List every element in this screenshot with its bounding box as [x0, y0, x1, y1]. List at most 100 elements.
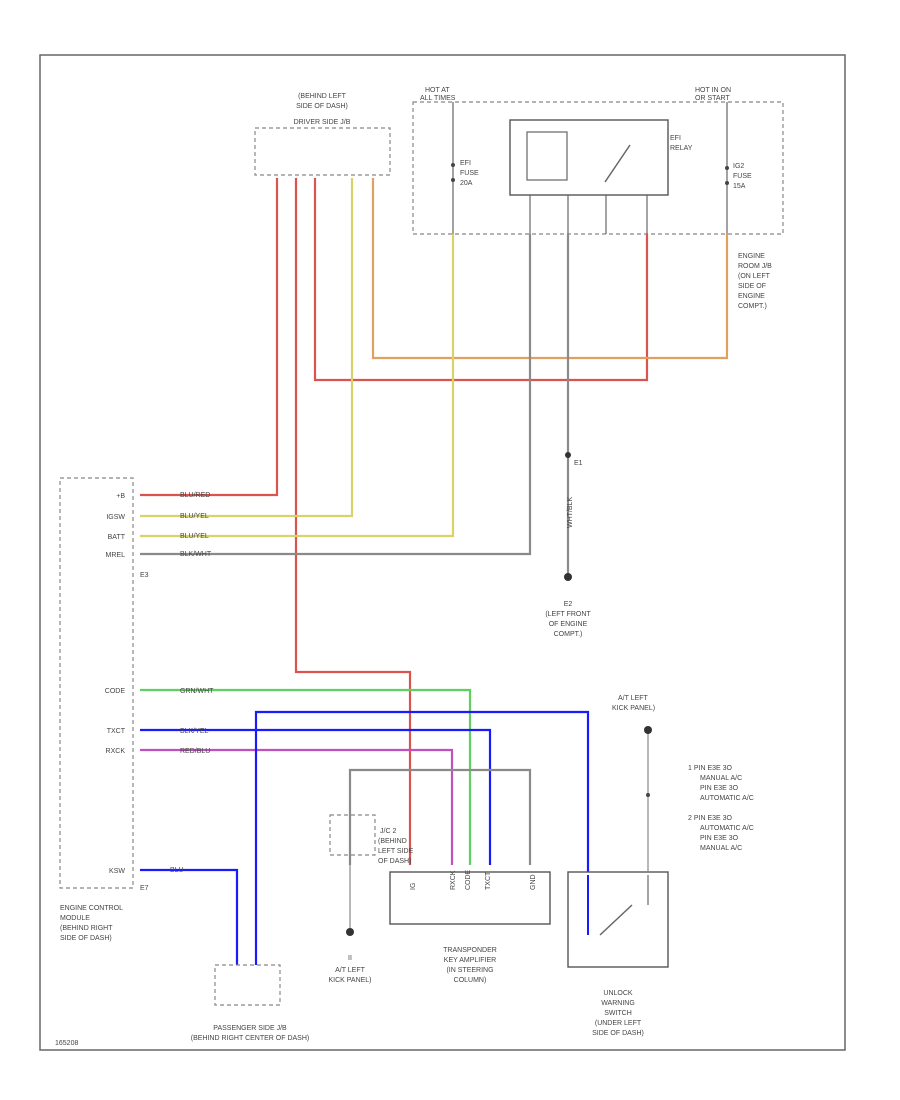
jc2-label: J/C 2	[380, 828, 396, 835]
svg-text:FUSE: FUSE	[460, 170, 479, 177]
unlock-switch-box	[567, 871, 669, 968]
svg-text:SIDE OF: SIDE OF	[738, 283, 766, 290]
svg-text:RELAY: RELAY	[670, 145, 693, 152]
ground-e1-label: E1	[574, 460, 583, 467]
ecm-pin-code: CODE	[105, 688, 126, 695]
transponder-pin-gnd: GND	[530, 874, 537, 890]
unlock-switch-label: UNLOCK	[603, 990, 633, 997]
svg-text:RED/BLU: RED/BLU	[180, 748, 210, 755]
svg-text:LEFT SIDE: LEFT SIDE	[378, 848, 414, 855]
passenger-jb-label: PASSENGER SIDE J/B	[213, 1025, 287, 1032]
ecm-pin-igsw: IGSW	[106, 514, 125, 521]
transponder-pin-labels: IG RXCK CODE TXCT GND	[410, 869, 537, 890]
svg-text:E7: E7	[140, 885, 149, 892]
wire-ksw	[140, 868, 239, 965]
diagram-border	[39, 54, 846, 1051]
svg-text:(LEFT FRONT: (LEFT FRONT	[545, 611, 591, 618]
ecm-pin-labels: +B IGSW BATT MREL CODE TXCT RXCK KSW	[105, 493, 126, 875]
engine-room-jb-box	[412, 101, 784, 235]
passenger-jb-box	[214, 964, 281, 1006]
wire-rxck	[140, 748, 454, 865]
svg-text:(IN STEERING: (IN STEERING	[446, 967, 493, 974]
relay-contact	[604, 144, 631, 183]
wire-mrel	[140, 234, 532, 556]
svg-text:ENGINE: ENGINE	[738, 293, 765, 300]
svg-text:COMPT.): COMPT.)	[738, 303, 767, 310]
ecm-label: ENGINE CONTROL	[60, 905, 123, 912]
svg-text:BLU/YEL: BLU/YEL	[180, 533, 209, 540]
svg-text:OF DASH): OF DASH)	[378, 858, 411, 865]
svg-text:OF ENGINE: OF ENGINE	[549, 621, 588, 628]
ecm-pin-txct: TXCT	[107, 728, 126, 735]
efi-fuse-label: EFI	[460, 160, 471, 167]
svg-text:MANUAL A/C: MANUAL A/C	[700, 775, 742, 782]
svg-text:(UNDER LEFT: (UNDER LEFT	[595, 1020, 642, 1027]
svg-text:ROOM J/B: ROOM J/B	[738, 263, 772, 270]
ground-e2-label: E2	[564, 601, 573, 608]
ecm-pin-rxck: RXCK	[106, 748, 126, 755]
note-1: 1 PIN E3E 3O	[688, 765, 733, 772]
wire-bplus	[140, 178, 279, 497]
driver-jb-box	[254, 127, 391, 176]
svg-text:E3: E3	[140, 572, 149, 579]
svg-text:COLUMN): COLUMN)	[454, 977, 487, 984]
transponder-label: TRANSPONDER	[443, 947, 497, 954]
svg-text:15A: 15A	[733, 183, 746, 190]
svg-text:(BEHIND RIGHT CENTER OF DASH): (BEHIND RIGHT CENTER OF DASH)	[191, 1035, 310, 1042]
svg-text:BLK/WHT: BLK/WHT	[180, 551, 212, 558]
svg-text:BLU: BLU	[170, 867, 184, 874]
svg-text:COMPT.): COMPT.)	[554, 631, 583, 638]
svg-text:GRN/WHT: GRN/WHT	[180, 688, 214, 695]
svg-text:SWITCH: SWITCH	[604, 1010, 632, 1017]
svg-text:AUTOMATIC A/C: AUTOMATIC A/C	[700, 825, 754, 832]
ecm-box	[59, 477, 134, 889]
at-left-kick-top: A/T LEFT	[618, 695, 649, 702]
svg-text:FUSE: FUSE	[733, 173, 752, 180]
efi-relay-label: EFI	[670, 135, 681, 142]
wire-code	[140, 688, 472, 865]
switch-contact	[599, 904, 633, 936]
svg-text:BLU/YEL: BLU/YEL	[180, 513, 209, 520]
svg-text:PIN E3E 3O: PIN E3E 3O	[700, 835, 739, 842]
svg-text:KICK PANEL): KICK PANEL)	[328, 977, 371, 984]
wire-batt	[140, 234, 455, 538]
transponder-pin-txct: TXCT	[485, 871, 492, 890]
wire-ig	[294, 178, 412, 865]
relay-coil	[526, 131, 568, 181]
wire-ig2	[371, 178, 729, 360]
svg-text:SIDE OF DASH): SIDE OF DASH)	[60, 935, 112, 942]
svg-text:WARNING: WARNING	[601, 1000, 635, 1007]
svg-text:WHT/BLK: WHT/BLK	[567, 497, 574, 528]
svg-text:DRIVER SIDE J/B: DRIVER SIDE J/B	[294, 119, 351, 126]
at-left-kick-bottom: A/T LEFT	[335, 967, 366, 974]
note-2: 2 PIN E3E 3O	[688, 815, 733, 822]
ecm-pin-mrel: MREL	[106, 552, 126, 559]
wire-gnd	[348, 768, 532, 865]
ground-symbol	[564, 573, 572, 581]
svg-text:SIDE OF DASH): SIDE OF DASH)	[592, 1030, 644, 1037]
wire-unlock	[254, 710, 590, 965]
svg-text:(BEHIND RIGHT: (BEHIND RIGHT	[60, 925, 113, 932]
transponder-pin-ig: IG	[410, 883, 417, 890]
ecm-pin-batt: BATT	[108, 534, 126, 541]
ecm-pin-ksw: KSW	[109, 868, 125, 875]
transponder-pin-code: CODE	[465, 869, 472, 890]
ecm-pin-b: +B	[116, 493, 125, 500]
svg-text:(BEHIND: (BEHIND	[378, 838, 407, 845]
svg-text:KICK PANEL): KICK PANEL)	[612, 705, 655, 712]
transponder-pin-rxck: RXCK	[450, 870, 457, 890]
svg-text:BLK/YEL: BLK/YEL	[180, 728, 209, 735]
svg-text:MODULE: MODULE	[60, 915, 90, 922]
svg-text:SIDE OF DASH): SIDE OF DASH)	[296, 103, 348, 110]
transponder-box	[389, 871, 551, 925]
diagram-id: 165208	[55, 1040, 78, 1047]
engine-room-jb-label: ENGINE	[738, 253, 765, 260]
jc2-box	[329, 814, 376, 856]
svg-text:II: II	[348, 955, 352, 962]
driver-jb-label: (BEHIND LEFT	[298, 93, 347, 100]
svg-text:BLU/RED: BLU/RED	[180, 492, 210, 499]
svg-text:OR START: OR START	[695, 95, 730, 102]
wire-relay	[313, 178, 649, 382]
